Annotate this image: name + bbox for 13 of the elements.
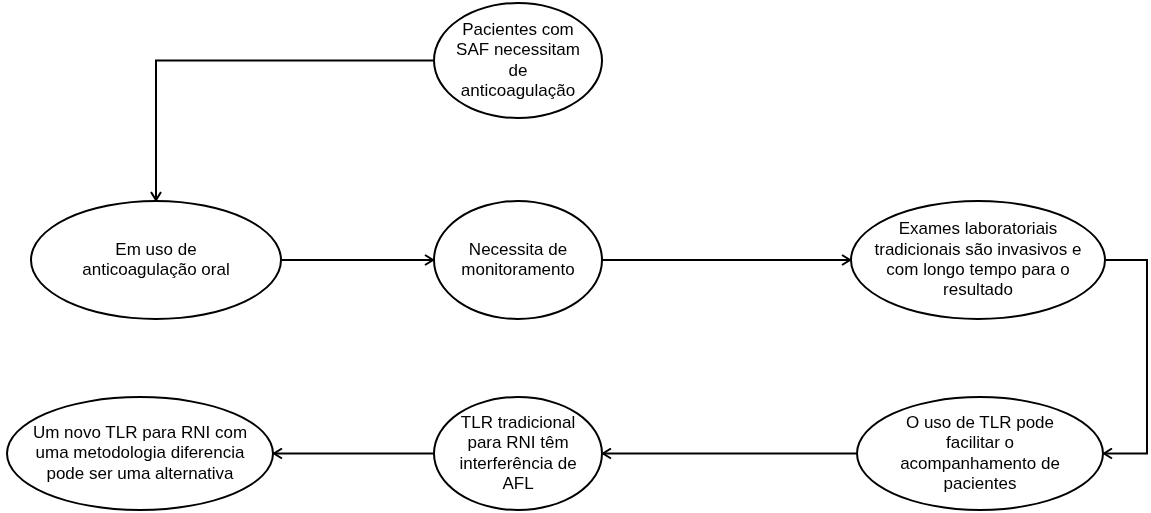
node-text: Exames laboratoriais tradicionais são invasivos e com longo tempo para o resultado bbox=[873, 219, 1083, 301]
arrow bbox=[602, 254, 851, 266]
node-text: TLR tradicional para RNI têm interferência de AFL bbox=[458, 412, 578, 495]
node-text: Necessita de monitoramento bbox=[460, 239, 576, 281]
arrow bbox=[150, 59, 434, 201]
node-text: Pacientes com SAF necessitam de anticoagulação bbox=[455, 19, 581, 102]
arrow bbox=[602, 447, 857, 460]
node-text: Um novo TLR para RNI com uma metodologia diferencia pode ser uma alternativa bbox=[31, 422, 249, 485]
node-text: Em uso de anticoagulação oral bbox=[81, 239, 231, 281]
arrow bbox=[1103, 259, 1148, 460]
arrow bbox=[281, 254, 434, 266]
arrow bbox=[273, 447, 434, 460]
node-text: O uso de TLR pode facilitar o acompanhamento de pacientes bbox=[899, 412, 1061, 495]
